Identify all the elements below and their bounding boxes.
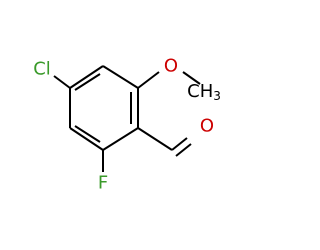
- aldehyde-c-bond: [137, 127, 173, 151]
- bonds: [53, 65, 201, 172]
- methoxy-o-bond: [137, 71, 160, 89]
- ring-bond-bottom-left-inner: [74, 125, 101, 143]
- ring-bond-bottom-left: [69, 127, 104, 151]
- methyl-ch: CH: [187, 81, 213, 102]
- methyl-bond: [182, 71, 201, 85]
- cl-bond: [53, 75, 71, 89]
- ring-bond-bottom-right: [102, 127, 139, 151]
- aldehyde-oxygen-label: O: [200, 116, 214, 137]
- atom-labels: Cl O CH3 O F: [33, 56, 221, 194]
- ring-bond-top: [102, 65, 139, 89]
- fluorine-label: F: [98, 173, 108, 194]
- ring-bond-top-left-inner: [74, 73, 101, 91]
- methyl-subscript: 3: [213, 89, 221, 103]
- methoxy-oxygen-label: O: [164, 56, 178, 77]
- aldehyde-co-double-bond-2: [175, 143, 192, 157]
- structure-diagram: Cl O CH3 O F: [33, 56, 221, 194]
- ring-bond-top-left: [69, 65, 104, 89]
- aldehyde-co-double-bond-1: [171, 137, 188, 151]
- methyl-label: CH3: [187, 81, 221, 104]
- chlorine-label: Cl: [33, 59, 51, 80]
